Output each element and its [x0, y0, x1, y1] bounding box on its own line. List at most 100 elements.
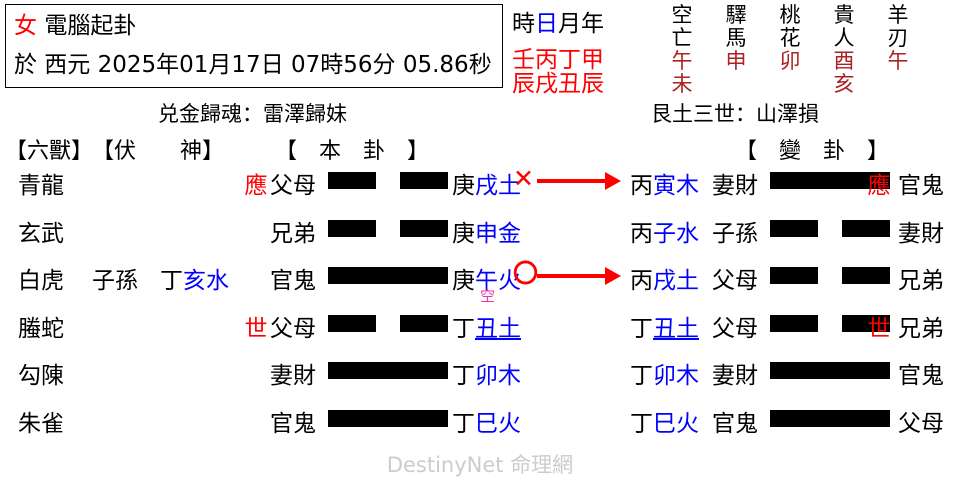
- gender-label: 女: [14, 13, 37, 39]
- shensha-column: 貴人酉亥: [817, 4, 871, 96]
- six-relation-left: 父母: [270, 173, 316, 199]
- casting-method-line: 女 電腦起卦: [14, 6, 136, 40]
- ganzhi-changed: 丙寅木: [630, 173, 699, 199]
- six-relation-changed: 官鬼: [898, 173, 944, 199]
- yao-glyph-original: [328, 398, 448, 436]
- six-beast-label: 勾陳: [18, 363, 64, 389]
- header-hidden-spirits: 【伏 神】: [92, 139, 225, 164]
- yao-glyph-changed: [770, 208, 890, 246]
- six-beast-label: 螣蛇: [18, 315, 64, 342]
- hexagram-line-row: 勾陳妻財丁卯木丁卯木妻財官鬼: [0, 350, 960, 398]
- yao-line-original: [328, 208, 448, 246]
- ganzhi-original: 庚午火空: [452, 268, 521, 305]
- shensha-value: 午: [887, 49, 909, 73]
- ganzhi-changed: 丙子水: [630, 220, 699, 247]
- shensha-name: 桃花: [779, 3, 801, 50]
- six-relation-left: 官鬼: [270, 268, 316, 294]
- shensha-column: 空亡午未: [655, 4, 709, 96]
- ganzhi-original: 丁卯木: [452, 363, 521, 389]
- site-watermark: DestinyNet 命理網: [386, 453, 574, 477]
- yao-line-original: [328, 160, 448, 198]
- pillar-header-month: 月: [558, 11, 581, 37]
- moving-line-indicator: 〇: [513, 255, 628, 293]
- pillar-earthly-branches: 辰戌丑辰: [512, 71, 604, 97]
- six-relation-changed-mid: 父母: [712, 315, 758, 342]
- shi-ying-marker-right: 世: [867, 315, 891, 342]
- yao-line-changed: [770, 208, 890, 246]
- shensha-name: 貴人: [833, 3, 855, 50]
- transform-arrow-line: [537, 179, 609, 183]
- ganzhi-original: 庚戌土: [452, 173, 521, 199]
- hexagram-lines-grid: 青龍應父母庚戌土✕丙寅木妻財應官鬼玄武兄弟庚申金丙子水子孫妻財白虎子孫丁亥水官鬼…: [0, 160, 960, 445]
- pillar-header-day: 日: [535, 11, 558, 37]
- shensha-value: 卯: [779, 49, 801, 73]
- pillar-header-year: 年: [581, 11, 604, 37]
- six-relation-left: 官鬼: [270, 410, 316, 437]
- shi-ying-marker-right: 應: [867, 173, 891, 199]
- yao-line-changed: [770, 350, 890, 388]
- moving-line-symbol: 〇: [513, 259, 539, 288]
- shi-ying-marker-left: 世: [244, 315, 268, 342]
- ganzhi-original: 庚申金: [452, 220, 521, 247]
- hexagram-line-row: 青龍應父母庚戌土✕丙寅木妻財應官鬼: [0, 160, 960, 208]
- six-relation-changed: 官鬼: [898, 363, 944, 389]
- shensha-name: 羊刃: [887, 3, 909, 50]
- datetime-value: 2025年01月17日 07時56分 05.86秒: [97, 52, 492, 78]
- six-relation-changed-mid: 父母: [712, 268, 758, 294]
- ganzhi-changed: 丁丑土: [630, 315, 699, 342]
- yao-line-changed: [770, 160, 890, 198]
- shi-ying-marker-left: 應: [244, 173, 268, 199]
- six-relation-changed: 父母: [898, 410, 944, 437]
- datetime-prefix: 於 西元: [14, 52, 91, 78]
- six-relation-left: 妻財: [270, 363, 316, 389]
- pillar-headers: 時日月年: [512, 4, 604, 38]
- header-original-hexagram: 【 本 卦 】: [275, 139, 430, 164]
- pillar-header-hour: 時: [512, 11, 535, 37]
- six-relation-changed-mid: 妻財: [712, 173, 758, 199]
- yao-glyph-changed: [770, 398, 890, 436]
- six-beast-label: 玄武: [18, 220, 64, 247]
- ganzhi-original: 丁丑土: [452, 315, 521, 342]
- hidden-spirit-relation: 子孫: [92, 268, 138, 294]
- hexagram-line-row: 朱雀官鬼丁巳火丁巳火官鬼父母: [0, 398, 960, 446]
- shensha-column: 羊刃午: [871, 4, 925, 96]
- yao-line-original: [328, 398, 448, 436]
- six-relation-changed: 妻財: [898, 220, 944, 247]
- casting-info-box: [5, 4, 503, 88]
- six-beast-label: 青龍: [18, 173, 64, 199]
- six-relation-changed: 兄弟: [898, 268, 944, 294]
- hidden-spirit-ganzhi: 丁亥水: [160, 268, 229, 294]
- ganzhi-changed: 丁巳火: [630, 410, 699, 437]
- yao-glyph-original: [328, 160, 448, 198]
- void-marker: 空: [480, 287, 496, 305]
- yao-glyph-changed: [770, 160, 890, 198]
- shensha-name: 空亡: [671, 3, 693, 50]
- transform-arrow-line: [537, 274, 609, 278]
- method-label: 電腦起卦: [44, 13, 137, 39]
- yao-line-original: [328, 255, 448, 293]
- transform-arrow-head: [605, 172, 621, 190]
- shensha-table: 空亡午未驛馬申桃花卯貴人酉亥羊刃午: [655, 4, 955, 96]
- changed-hexagram-name: 艮土三世：山澤損: [651, 102, 819, 126]
- pillar-heavenly-stems: 壬丙丁甲: [512, 47, 604, 73]
- moving-line-indicator: ✕: [513, 160, 628, 198]
- yao-line-original: [328, 350, 448, 388]
- yao-glyph-original: [328, 350, 448, 388]
- hexagram-line-row: 玄武兄弟庚申金丙子水子孫妻財: [0, 208, 960, 256]
- shensha-column: 桃花卯: [763, 4, 817, 96]
- casting-datetime-line: 於 西元 2025年01月17日 07時56分 05.86秒: [14, 45, 492, 79]
- column-header-row: 【六獸】 【伏 神】 【 本 卦 】 【 變 卦 】: [0, 133, 960, 164]
- yao-glyph-original: [328, 208, 448, 246]
- shensha-name: 驛馬: [725, 3, 747, 50]
- header-changed-hexagram: 【 變 卦 】: [735, 139, 890, 164]
- ganzhi-changed: 丁卯木: [630, 363, 699, 389]
- hexagram-line-row: 螣蛇世父母丁丑土丁丑土父母世兄弟: [0, 303, 960, 351]
- transform-arrow-head: [605, 267, 621, 285]
- yao-line-changed: [770, 303, 890, 341]
- shensha-value: 酉亥: [833, 49, 855, 96]
- yao-glyph-original: [328, 303, 448, 341]
- moving-line-symbol: ✕: [513, 164, 534, 193]
- yao-glyph-changed: [770, 255, 890, 293]
- six-relation-changed-mid: 妻財: [712, 363, 758, 389]
- shensha-value: 申: [725, 49, 747, 73]
